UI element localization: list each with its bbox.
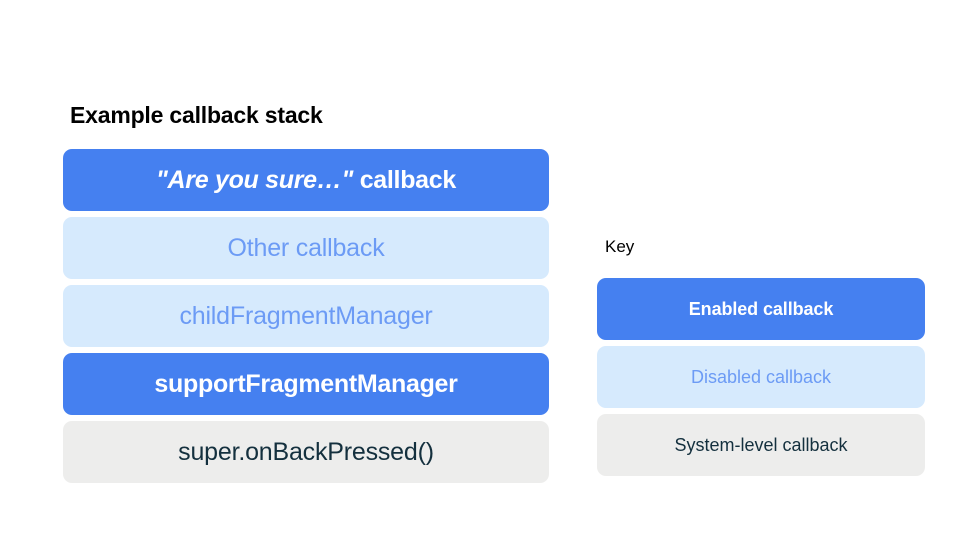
callback-stack-panel: Example callback stack "Are you sure…" c… <box>63 100 549 483</box>
key-item-label: Enabled callback <box>688 299 834 319</box>
stack-frame-label: "Are you sure…" callback <box>156 165 457 194</box>
stack-frame-other-callback: Other callback <box>63 217 549 279</box>
stack-frame-super-onbackpressed: super.onBackPressed() <box>63 421 549 483</box>
key-panel: Key Enabled callback Disabled callback S… <box>597 236 925 476</box>
key-item-label: System-level callback <box>674 435 848 455</box>
stack-frame-label: super.onBackPressed() <box>178 437 434 466</box>
callback-stack-list: "Are you sure…" callback Other callback … <box>63 149 549 483</box>
stack-frame-supportfragmentmanager: supportFragmentManager <box>63 353 549 415</box>
key-item-system-level-callback: System-level callback <box>597 414 925 476</box>
key-list: Enabled callback Disabled callback Syste… <box>597 278 925 476</box>
stack-frame-quoted-text: "Are you sure…" <box>156 165 354 194</box>
stack-frame-label: Other callback <box>227 233 385 262</box>
stack-title: Example callback stack <box>70 102 323 128</box>
stack-frame-childfragmentmanager: childFragmentManager <box>63 285 549 347</box>
stack-frame-plain-text: callback <box>353 165 457 194</box>
key-item-label: Disabled callback <box>690 367 832 387</box>
key-title: Key <box>605 237 635 256</box>
stack-frame-are-you-sure-callback: "Are you sure…" callback <box>63 149 549 211</box>
key-item-disabled-callback: Disabled callback <box>597 346 925 408</box>
key-item-enabled-callback: Enabled callback <box>597 278 925 340</box>
stack-frame-label: childFragmentManager <box>179 301 433 330</box>
stack-frame-label: supportFragmentManager <box>154 369 458 398</box>
